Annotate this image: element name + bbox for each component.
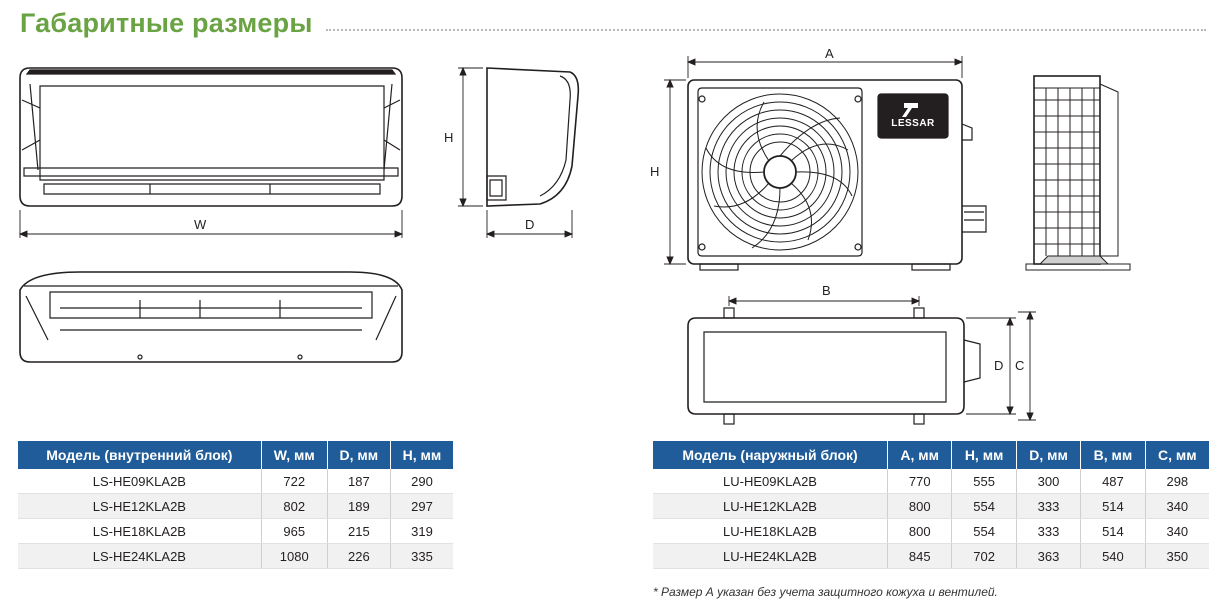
column-header: A, мм bbox=[887, 441, 953, 469]
indoor-side-view bbox=[486, 67, 580, 207]
value-cell: 845 bbox=[887, 543, 953, 569]
value-cell: 514 bbox=[1080, 518, 1146, 544]
value-cell: 297 bbox=[390, 493, 453, 519]
value-cell: 189 bbox=[327, 493, 391, 519]
value-cell: 800 bbox=[887, 493, 953, 519]
model-cell: LU-HE24KLA2B bbox=[653, 543, 889, 569]
table-row: LU-HE24KLA2B 845 702 363 540 350 bbox=[653, 543, 1209, 569]
outdoor-h-label: H bbox=[650, 164, 659, 179]
value-cell: 333 bbox=[1016, 493, 1082, 519]
outdoor-d-dimension bbox=[966, 316, 1016, 416]
outdoor-h-dimension bbox=[664, 78, 686, 266]
value-cell: 226 bbox=[327, 543, 391, 569]
value-cell: 290 bbox=[390, 469, 453, 494]
fan-grille bbox=[701, 93, 859, 251]
page-title: Габаритные размеры bbox=[20, 8, 313, 38]
footnote: * Размер А указан без учета защитного ко… bbox=[653, 585, 998, 599]
table-row: LS-HE12KLA2B 802 189 297 bbox=[18, 493, 453, 519]
outdoor-c-label: C bbox=[1015, 358, 1024, 373]
outdoor-front-view bbox=[687, 79, 987, 271]
value-cell: 319 bbox=[390, 518, 453, 544]
value-cell: 540 bbox=[1080, 543, 1146, 569]
table-header-row: Модель (наружный блок) A, мм H, мм D, мм… bbox=[653, 441, 1209, 469]
value-cell: 514 bbox=[1080, 493, 1146, 519]
technical-drawings: W H D bbox=[18, 46, 1131, 425]
model-cell: LU-HE09KLA2B bbox=[653, 469, 889, 494]
model-cell: LS-HE24KLA2B bbox=[18, 543, 262, 569]
title-divider bbox=[326, 29, 1206, 31]
value-cell: 800 bbox=[887, 518, 953, 544]
indoor-dimensions-table: Модель (внутренний блок) W, мм D, мм H, … bbox=[18, 441, 453, 569]
model-cell: LS-HE09KLA2B bbox=[18, 469, 262, 494]
column-header: C, мм bbox=[1145, 441, 1209, 469]
indoor-width-label: W bbox=[194, 217, 207, 232]
value-cell: 487 bbox=[1080, 469, 1146, 494]
value-cell: 215 bbox=[327, 518, 391, 544]
indoor-height-label: H bbox=[444, 130, 453, 145]
value-cell: 350 bbox=[1145, 543, 1209, 569]
model-cell: LS-HE18KLA2B bbox=[18, 518, 262, 544]
indoor-width-dimension bbox=[18, 210, 404, 238]
table-row: LS-HE09KLA2B 722 187 290 bbox=[18, 469, 453, 494]
outdoor-b-dimension bbox=[727, 296, 921, 306]
column-header: D, мм bbox=[327, 441, 391, 469]
outdoor-dimensions-table: Модель (наружный блок) A, мм H, мм D, мм… bbox=[653, 441, 1209, 569]
value-cell: 1080 bbox=[261, 543, 328, 569]
value-cell: 187 bbox=[327, 469, 391, 494]
value-cell: 702 bbox=[951, 543, 1017, 569]
column-header: W, мм bbox=[261, 441, 328, 469]
column-header: Модель (внутренний блок) bbox=[18, 441, 262, 469]
value-cell: 298 bbox=[1145, 469, 1209, 494]
indoor-bottom-view bbox=[19, 271, 403, 363]
column-header: H, мм bbox=[390, 441, 453, 469]
value-cell: 965 bbox=[261, 518, 328, 544]
table-row: LU-HE18KLA2B 800 554 333 514 340 bbox=[653, 518, 1209, 544]
column-header: D, мм bbox=[1016, 441, 1082, 469]
value-cell: 340 bbox=[1145, 493, 1209, 519]
value-cell: 770 bbox=[887, 469, 953, 494]
brand-logo: LESSAR bbox=[891, 118, 935, 129]
value-cell: 333 bbox=[1016, 518, 1082, 544]
indoor-height-dimension bbox=[458, 66, 483, 208]
indoor-front-view bbox=[19, 67, 403, 207]
outdoor-a-dimension bbox=[686, 56, 964, 78]
model-cell: LU-HE18KLA2B bbox=[653, 518, 889, 544]
outdoor-c-dimension bbox=[1018, 310, 1036, 422]
value-cell: 802 bbox=[261, 493, 328, 519]
value-cell: 335 bbox=[390, 543, 453, 569]
table-row: LU-HE09KLA2B 770 555 300 487 298 bbox=[653, 469, 1209, 494]
model-cell: LU-HE12KLA2B bbox=[653, 493, 889, 519]
value-cell: 555 bbox=[951, 469, 1017, 494]
outdoor-b-label: B bbox=[822, 283, 831, 298]
indoor-depth-dimension bbox=[485, 210, 574, 238]
table-header-row: Модель (внутренний блок) W, мм D, мм H, … bbox=[18, 441, 453, 469]
outdoor-a-label: A bbox=[825, 46, 834, 61]
indoor-depth-label: D bbox=[525, 217, 534, 232]
model-cell: LS-HE12KLA2B bbox=[18, 493, 262, 519]
value-cell: 363 bbox=[1016, 543, 1082, 569]
table-row: LS-HE18KLA2B 965 215 319 bbox=[18, 518, 453, 544]
value-cell: 300 bbox=[1016, 469, 1082, 494]
table-row: LU-HE12KLA2B 800 554 333 514 340 bbox=[653, 493, 1209, 519]
column-header: H, мм bbox=[951, 441, 1017, 469]
value-cell: 554 bbox=[951, 518, 1017, 544]
outdoor-side-view bbox=[1025, 75, 1131, 271]
table-row: LS-HE24KLA2B 1080 226 335 bbox=[18, 543, 453, 569]
value-cell: 722 bbox=[261, 469, 328, 494]
outdoor-d-label: D bbox=[994, 358, 1003, 373]
value-cell: 340 bbox=[1145, 518, 1209, 544]
value-cell: 554 bbox=[951, 493, 1017, 519]
column-header: B, мм bbox=[1080, 441, 1146, 469]
outdoor-top-view bbox=[687, 307, 981, 425]
column-header: Модель (наружный блок) bbox=[653, 441, 889, 469]
